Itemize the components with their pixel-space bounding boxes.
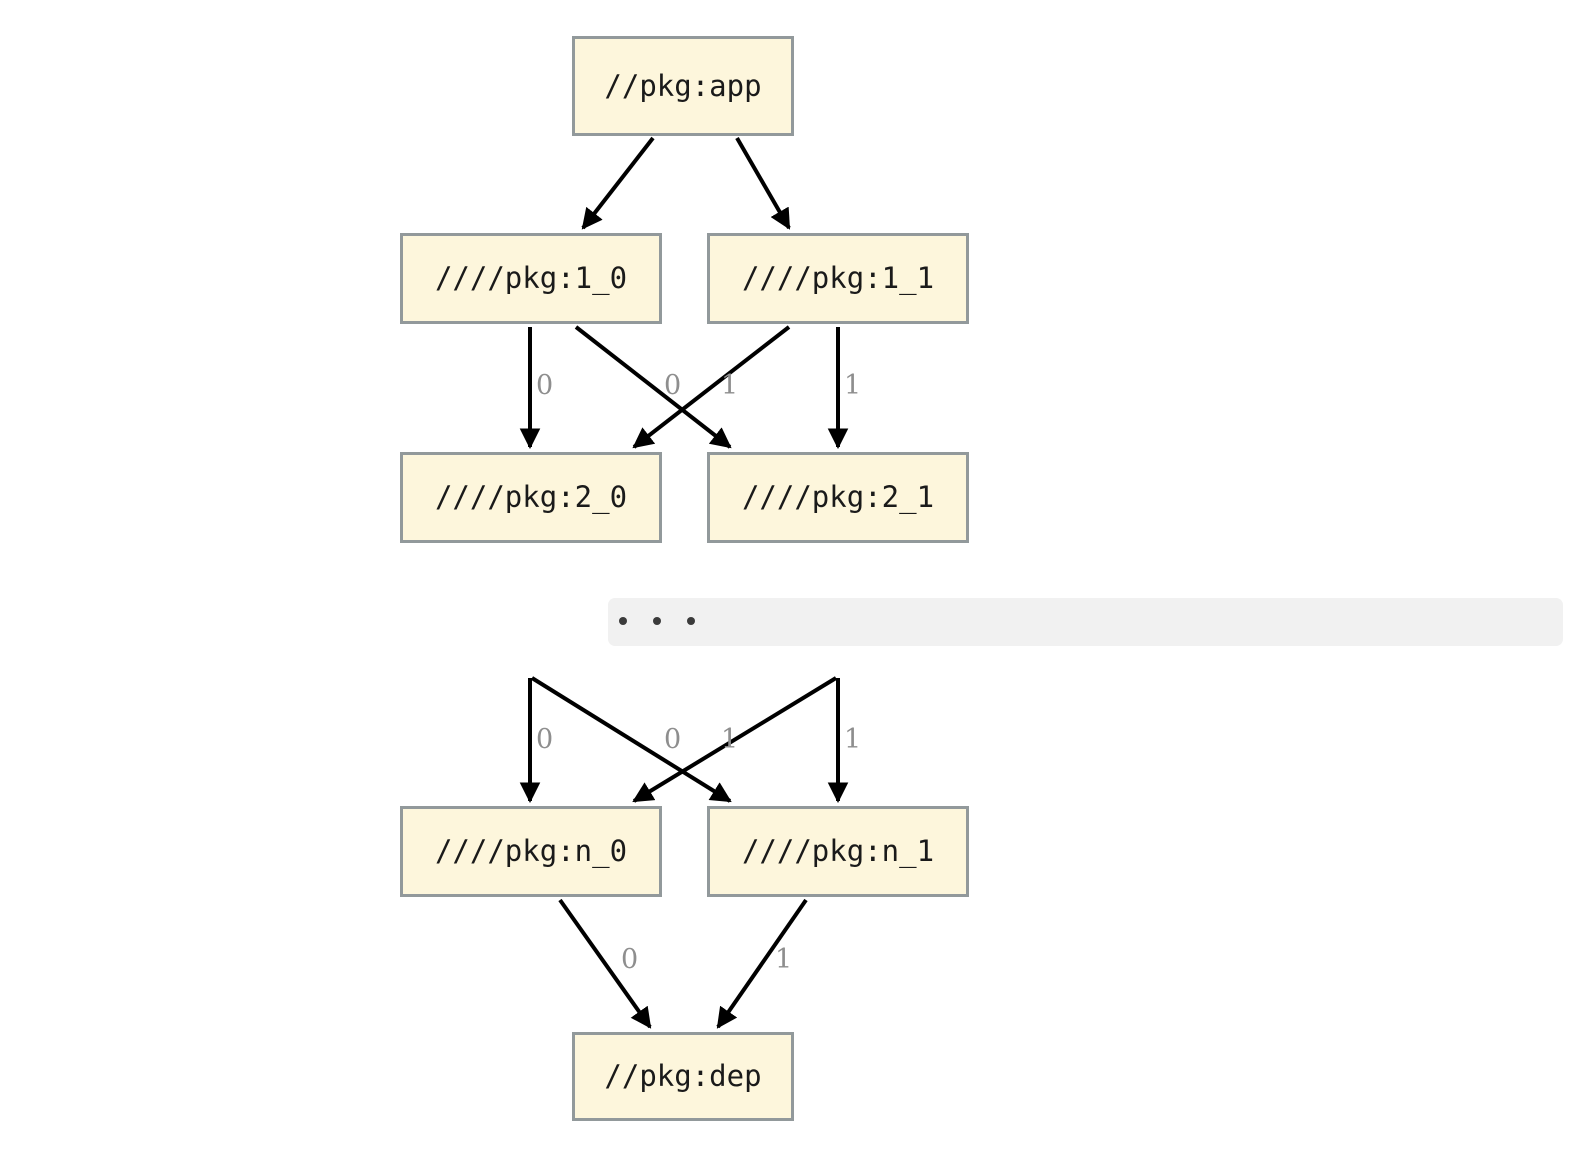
graph-edge-10 [558, 898, 652, 1029]
graph-node-label: //pkg:app [604, 68, 762, 103]
graph-edge-label-8: 1 [721, 724, 739, 755]
graph-node-1_0[interactable]: ////pkg:1_0 [400, 233, 662, 324]
graph-node-n_0[interactable]: ////pkg:n_0 [400, 806, 662, 897]
graph-edge-label-9: 1 [844, 724, 862, 755]
graph-edge-4 [632, 325, 791, 449]
graph-node-label: //pkg:dep [604, 1059, 762, 1093]
graph-edge-1 [735, 136, 791, 230]
ellipsis-dot-1 [653, 617, 661, 625]
graph-edge-7 [530, 676, 732, 803]
graph-node-dep[interactable]: //pkg:dep [572, 1032, 794, 1121]
graph-node-app[interactable]: //pkg:app [572, 36, 794, 136]
graph-edge-label-10: 0 [621, 944, 639, 975]
graph-edge-label-4: 1 [721, 370, 739, 401]
graph-edge-0 [581, 136, 655, 230]
ellipsis-dot-2 [687, 617, 695, 625]
ellipsis-separator-band [608, 598, 1563, 646]
graph-edge-11 [716, 898, 808, 1029]
graph-edge-label-6: 0 [536, 724, 554, 755]
graph-node-label: ////pkg:2_0 [434, 480, 628, 514]
ellipsis-dot-0 [619, 617, 627, 625]
graph-edge-label-2: 0 [536, 370, 554, 401]
graph-node-label: ////pkg:n_1 [741, 834, 935, 868]
graph-node-2_0[interactable]: ////pkg:2_0 [400, 452, 662, 543]
graph-edge-8 [632, 676, 838, 803]
graph-edge-label-7: 0 [664, 724, 682, 755]
graph-node-label: ////pkg:1_0 [434, 261, 628, 295]
graph-node-2_1[interactable]: ////pkg:2_1 [707, 452, 969, 543]
graph-node-label: ////pkg:2_1 [741, 480, 935, 514]
graph-node-1_1[interactable]: ////pkg:1_1 [707, 233, 969, 324]
graph-edge-label-3: 0 [664, 370, 682, 401]
graph-node-label: ////pkg:n_0 [434, 834, 628, 868]
graph-edge-3 [574, 325, 732, 449]
graph-edge-label-5: 1 [844, 370, 862, 401]
graph-node-n_1[interactable]: ////pkg:n_1 [707, 806, 969, 897]
graph-node-label: ////pkg:1_1 [741, 261, 935, 295]
graph-edge-label-11: 1 [775, 944, 793, 975]
